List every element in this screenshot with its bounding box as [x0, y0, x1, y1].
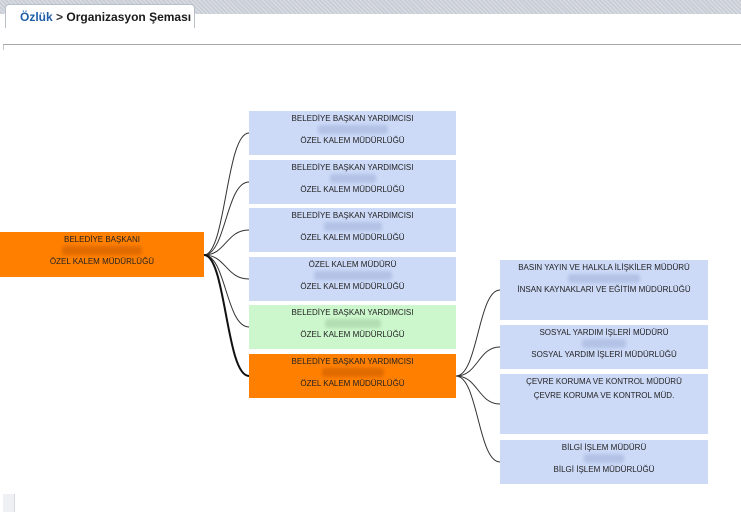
node-title: BİLGİ İŞLEM MÜDÜRÜ [561, 443, 647, 452]
breadcrumb-root-link[interactable]: Özlük [20, 10, 53, 24]
org-node-mayor[interactable]: BELEDİYE BAŞKANI ÖZEL KALEM MÜDÜRLÜĞÜ [0, 232, 204, 277]
link-deputy-6-to-press [455, 289, 501, 377]
redacted-person-name [568, 274, 640, 283]
redacted-person-name [584, 454, 624, 463]
node-unit: ÖZEL KALEM MÜDÜRLÜĞÜ [300, 282, 405, 291]
breadcrumb-separator: > [56, 10, 64, 24]
org-node-deputy-1[interactable]: BELEDİYE BAŞKAN YARDIMCISI ÖZEL KALEM MÜ… [249, 111, 456, 155]
redacted-person-name [323, 222, 382, 231]
org-node-deputy-5[interactable]: BELEDİYE BAŞKAN YARDIMCISI ÖZEL KALEM MÜ… [249, 305, 456, 349]
org-node-deputy-3[interactable]: BELEDİYE BAŞKAN YARDIMCISI ÖZEL KALEM MÜ… [249, 208, 456, 252]
org-node-it[interactable]: BİLGİ İŞLEM MÜDÜRÜ BİLGİ İŞLEM MÜDÜRLÜĞÜ [500, 440, 708, 484]
redacted-person-name [313, 271, 392, 280]
node-title: BASIN YAYIN VE HALKLA İLİŞKİLER MÜDÜRÜ [518, 263, 690, 272]
node-unit: ÖZEL KALEM MÜDÜRLÜĞÜ [300, 330, 405, 339]
node-unit: İNSAN KAYNAKLARI VE EĞİTİM MÜDÜRLÜĞÜ [517, 285, 691, 294]
org-node-deputy-2[interactable]: BELEDİYE BAŞKAN YARDIMCISI ÖZEL KALEM MÜ… [249, 160, 456, 204]
redacted-person-name [321, 368, 384, 377]
link-root-to-private-office [203, 254, 250, 280]
node-title: ÖZEL KALEM MÜDÜRÜ [308, 260, 397, 269]
node-unit: ÖZEL KALEM MÜDÜRLÜĞÜ [300, 379, 405, 388]
link-root-to-deputy-2 [203, 181, 250, 256]
link-deputy-6-to-it [455, 375, 501, 463]
link-deputy-6-to-social [455, 346, 501, 377]
node-unit: ÖZEL KALEM MÜDÜRLÜĞÜ [300, 136, 405, 145]
redacted-person-name [62, 246, 142, 255]
node-unit: ÖZEL KALEM MÜDÜRLÜĞÜ [300, 233, 405, 242]
redacted-person-name [324, 319, 381, 328]
breadcrumb: Özlük > Organizasyon Şeması [5, 4, 195, 28]
node-unit: BİLGİ İŞLEM MÜDÜRLÜĞÜ [553, 465, 655, 474]
content-divider [3, 44, 741, 50]
node-unit: ÇEVRE KORUMA VE KONTROL MÜD. [533, 391, 675, 400]
node-title: BELEDİYE BAŞKAN YARDIMCISI [291, 163, 414, 172]
org-node-private-office-director[interactable]: ÖZEL KALEM MÜDÜRÜ ÖZEL KALEM MÜDÜRLÜĞÜ [249, 257, 456, 301]
node-title: SOSYAL YARDIM İŞLERİ MÜDÜRÜ [539, 328, 669, 337]
redacted-person-name [582, 339, 626, 348]
node-title: ÇEVRE KORUMA VE KONTROL MÜDÜRÜ [526, 377, 682, 386]
link-root-to-deputy-3 [203, 229, 250, 256]
node-title: BELEDİYE BAŞKAN YARDIMCISI [291, 114, 414, 123]
link-root-to-deputy-6-active [203, 254, 250, 377]
node-title: BELEDİYE BAŞKAN YARDIMCISI [291, 211, 414, 220]
org-node-deputy-6-selected[interactable]: BELEDİYE BAŞKAN YARDIMCISI ÖZEL KALEM MÜ… [249, 354, 456, 398]
page-title: Organizasyon Şeması [66, 10, 192, 24]
node-title: BELEDİYE BAŞKAN YARDIMCISI [291, 308, 414, 317]
node-unit: ÖZEL KALEM MÜDÜRLÜĞÜ [300, 185, 405, 194]
node-unit: SOSYAL YARDIM İŞLERİ MÜDÜRLÜĞÜ [531, 350, 677, 359]
redacted-person-name [329, 174, 376, 183]
node-unit: ÖZEL KALEM MÜDÜRLÜĞÜ [49, 257, 155, 266]
redacted-person-name [317, 125, 388, 134]
node-title: BELEDİYE BAŞKANI [63, 235, 141, 244]
org-node-social-assistance[interactable]: SOSYAL YARDIM İŞLERİ MÜDÜRÜ SOSYAL YARDI… [500, 325, 708, 369]
org-node-press-relations[interactable]: BASIN YAYIN VE HALKLA İLİŞKİLER MÜDÜRÜ İ… [500, 260, 708, 320]
link-deputy-6-to-environment [455, 375, 501, 405]
org-node-environment[interactable]: ÇEVRE KORUMA VE KONTROL MÜDÜRÜ ÇEVRE KOR… [500, 374, 708, 434]
scrollbar-stub[interactable] [3, 494, 15, 512]
link-root-to-deputy-1 [203, 132, 250, 256]
node-title: BELEDİYE BAŞKAN YARDIMCISI [291, 357, 414, 366]
